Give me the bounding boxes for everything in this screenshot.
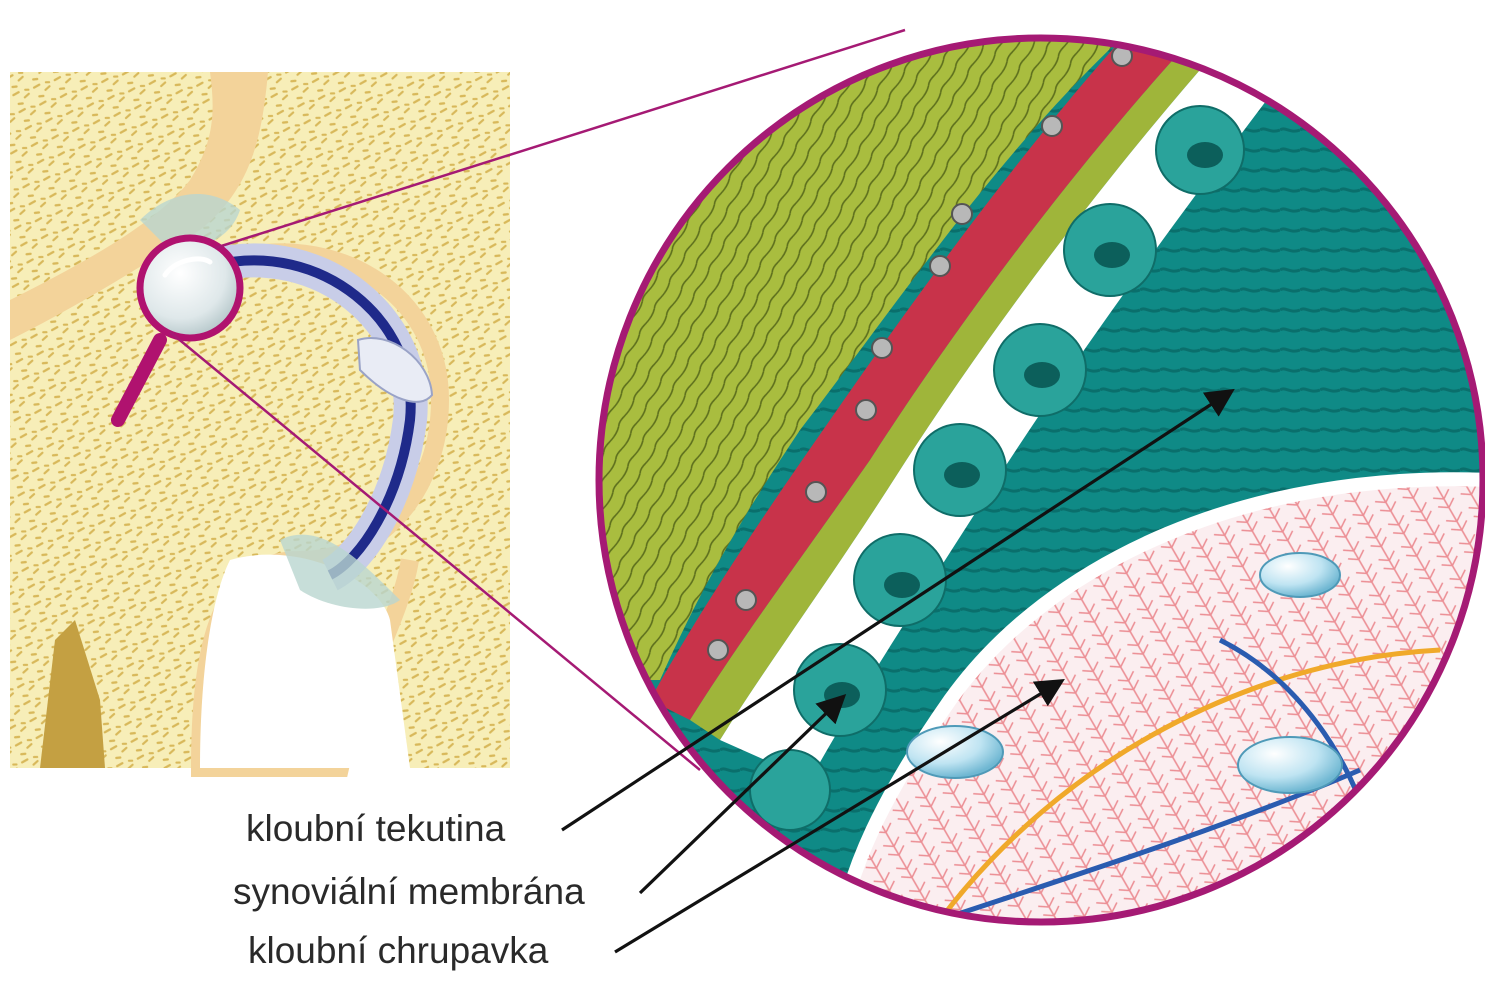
hip-joint-section — [10, 72, 510, 768]
label-articular-cartilage: kloubní chrupavka — [248, 930, 548, 972]
label-synovial-membrane: synoviální membrána — [233, 871, 585, 913]
label-synovial-fluid: kloubní tekutina — [246, 808, 505, 850]
